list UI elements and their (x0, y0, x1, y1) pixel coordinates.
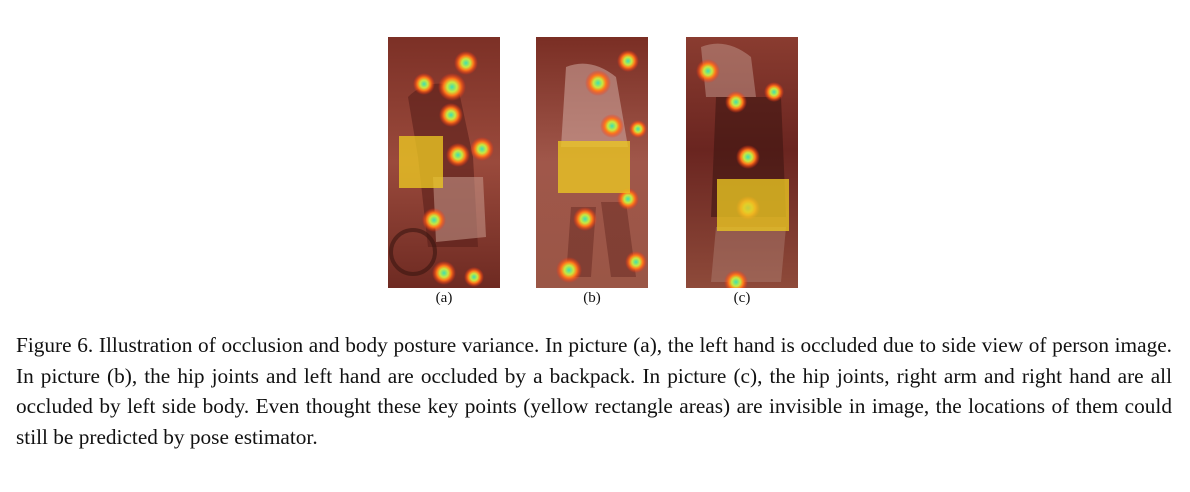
occlusion-box (717, 179, 789, 231)
heatmap-image-c (686, 37, 798, 288)
occlusion-box (558, 141, 630, 193)
panel-label-c: (c) (733, 290, 751, 306)
heatmap-panel-a (388, 37, 500, 288)
panel-label-a: (a) (435, 290, 453, 306)
heatmap-panel-b (536, 37, 648, 288)
figure-caption: Figure 6. Illustration of occlusion and … (16, 333, 1172, 449)
heatmap-panel-c (686, 37, 798, 288)
heatmap-image-a (388, 37, 500, 288)
panel-label-b: (b) (583, 290, 601, 306)
occlusion-box (399, 136, 443, 188)
